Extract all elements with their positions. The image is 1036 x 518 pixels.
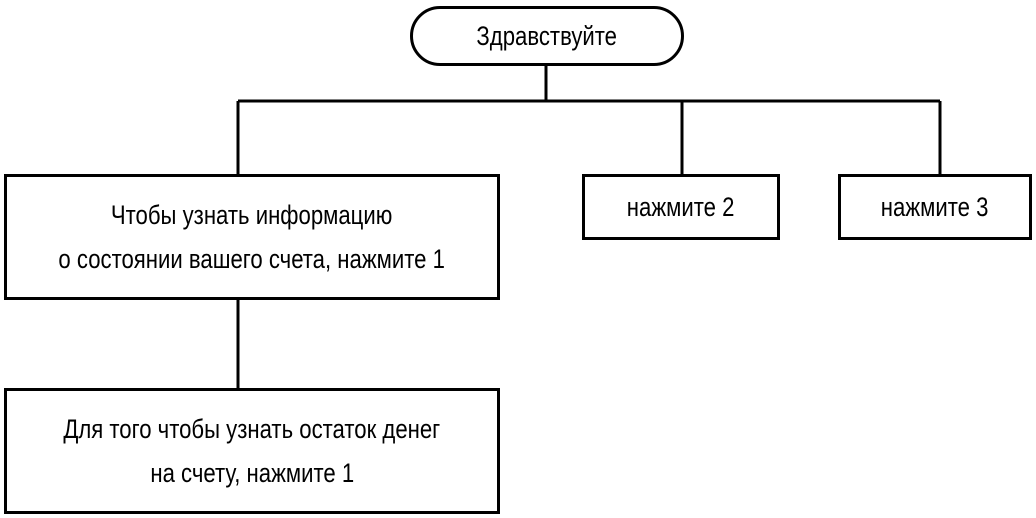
option1-line-2: о состоянии вашего счета, нажмите 1 xyxy=(58,244,446,274)
option2-label: нажмите 2 xyxy=(627,192,735,222)
sub-option1-node: Для того чтобы узнать остаток денег на с… xyxy=(4,388,500,514)
option2-node: нажмите 2 xyxy=(582,174,780,240)
sub-option1-line-1: Для того чтобы узнать остаток денег xyxy=(63,414,441,444)
option3-node: нажмите 3 xyxy=(838,174,1032,240)
greeting-label: Здравствуйте xyxy=(476,21,618,51)
option3-label: нажмите 3 xyxy=(881,192,989,222)
sub-option1-line-2: на счету, нажмите 1 xyxy=(150,458,354,488)
option1-node: Чтобы узнать информацию о состоянии ваше… xyxy=(4,174,500,300)
greeting-node: Здравствуйте xyxy=(410,6,684,66)
option1-line-1: Чтобы узнать информацию xyxy=(111,200,393,230)
